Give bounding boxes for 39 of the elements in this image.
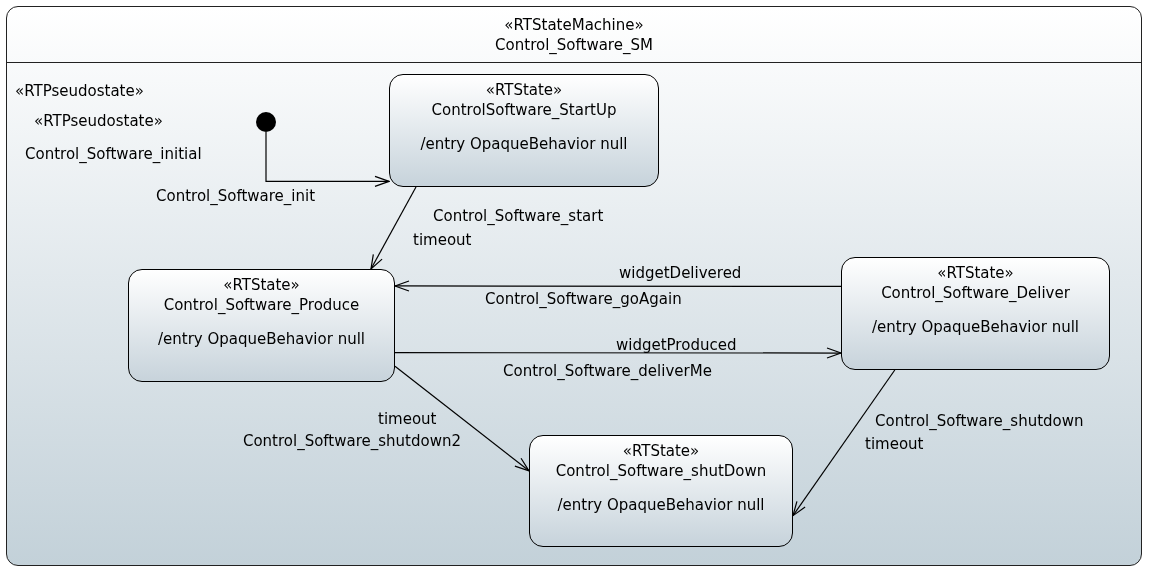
state-machine-frame xyxy=(6,6,1142,566)
stereotype-label: «RTPseudostate» xyxy=(34,111,163,131)
edge-label: Control_Software_start xyxy=(433,206,604,226)
edge-label: Control_Software_deliverMe xyxy=(503,361,712,381)
edge-label: Control_Software_shutdown2 xyxy=(242,431,461,451)
stereotype-label: «RTState» xyxy=(223,275,300,295)
state-box xyxy=(529,435,793,547)
trigger-label: timeout xyxy=(865,434,924,454)
edge-label: Control_Software_goAgain xyxy=(485,289,682,309)
state-name: Control_Software_Deliver xyxy=(881,283,1070,303)
transition-arrow xyxy=(265,131,390,187)
edge-label: Control_Software_shutdown xyxy=(875,411,1084,431)
transition-arrow xyxy=(792,369,896,517)
state-machine-name: Control_Software_SM xyxy=(495,34,653,55)
entry-action-text: /entry OpaqueBehavior null xyxy=(872,317,1079,337)
state-name: ControlSoftware_StartUp xyxy=(431,100,617,120)
state-box xyxy=(389,74,659,187)
transition-arrow xyxy=(370,186,417,270)
edge-label: Control_Software_init xyxy=(156,186,316,206)
stereotype-label: «RTState» xyxy=(485,80,563,100)
state-name: Control_Software_shutDown xyxy=(555,461,767,481)
entry-action-text: /entry OpaqueBehavior null xyxy=(557,495,765,515)
state-box xyxy=(128,269,395,382)
transition-arrow xyxy=(394,347,842,359)
pseudostate-name: Control_Software_initial xyxy=(25,144,202,164)
state-box xyxy=(841,257,1110,370)
entry-action-text: /entry OpaqueBehavior null xyxy=(158,329,365,349)
stereotype-label: «RTState» xyxy=(937,263,1014,283)
stereotype-label: «RTPseudostate» xyxy=(15,81,144,101)
trigger-label: widgetProduced xyxy=(616,335,737,355)
stereotype-label: «RTState» xyxy=(622,441,700,461)
transition-arrow xyxy=(394,280,842,292)
trigger-label: timeout xyxy=(413,230,472,250)
state-name: Control_Software_Produce xyxy=(163,295,360,315)
entry-action-text: /entry OpaqueBehavior null xyxy=(420,134,628,154)
trigger-label: timeout xyxy=(378,409,437,429)
stereotype-label: «RTStateMachine» xyxy=(504,14,644,35)
trigger-label: widgetDelivered xyxy=(619,263,742,283)
transition-arrow xyxy=(394,365,530,472)
